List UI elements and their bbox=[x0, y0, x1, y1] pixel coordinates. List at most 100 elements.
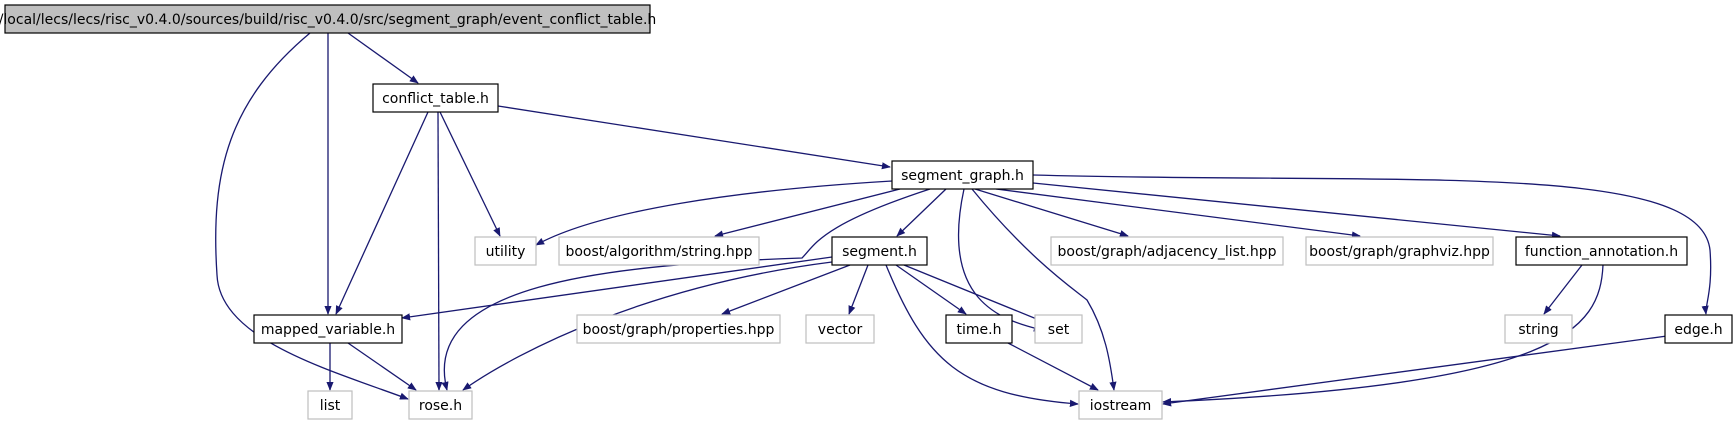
node-box bbox=[831, 236, 928, 266]
node-box bbox=[4, 4, 651, 34]
edge-path bbox=[497, 105, 891, 170]
node-label: boost/graph/properties.hpp bbox=[583, 322, 775, 338]
edge-segment-graph-to-segment bbox=[896, 188, 947, 237]
node-label: segment.h bbox=[842, 244, 917, 260]
edge-conflict-table-to-mapped-variable bbox=[335, 111, 429, 315]
edge-conflict-table-to-utility bbox=[439, 111, 501, 237]
edge-path bbox=[1162, 264, 1604, 406]
node-label: string bbox=[1518, 322, 1558, 338]
node-label: boost/graph/adjacency_list.hpp bbox=[1058, 244, 1277, 260]
node-string: string bbox=[1504, 314, 1573, 344]
node-box bbox=[1664, 314, 1733, 344]
edge-path bbox=[439, 111, 501, 237]
node-label: edge.h bbox=[1674, 322, 1722, 338]
node-time[interactable]: time.h bbox=[945, 314, 1013, 344]
node-box bbox=[307, 390, 353, 420]
edge-path bbox=[435, 111, 443, 391]
edge-mapped-variable-to-rose bbox=[347, 342, 417, 391]
edge-path bbox=[896, 188, 947, 237]
edge-path bbox=[347, 32, 419, 84]
node-label: mapped_variable.h bbox=[261, 322, 395, 338]
edge-segment-to-vector bbox=[848, 264, 869, 315]
node-box bbox=[1050, 236, 1284, 266]
node-box bbox=[1034, 314, 1083, 344]
edge-root-to-conflict-table bbox=[347, 32, 419, 84]
edge-path bbox=[1543, 264, 1583, 315]
edge-segment-to-mapped-variable bbox=[401, 256, 833, 321]
node-label: boost/algorithm/string.hpp bbox=[565, 244, 752, 260]
node-mapped-variable[interactable]: mapped_variable.h bbox=[253, 314, 403, 344]
node-box bbox=[558, 236, 760, 266]
node-segment[interactable]: segment.h bbox=[831, 236, 928, 266]
node-label: conflict_table.h bbox=[382, 91, 489, 107]
node-boost-string: boost/algorithm/string.hpp bbox=[558, 236, 760, 266]
node-label: set bbox=[1048, 322, 1070, 338]
edge-time-to-iostream bbox=[1007, 342, 1099, 391]
node-list: list bbox=[307, 390, 353, 420]
edge-segment-graph-to-rose bbox=[441, 188, 931, 391]
edge-path bbox=[401, 256, 833, 321]
node-box bbox=[1078, 390, 1163, 420]
node-box bbox=[805, 314, 875, 344]
node-box bbox=[1305, 236, 1494, 266]
node-label: iostream bbox=[1090, 398, 1152, 414]
edge-segment-graph-to-boost-adj bbox=[974, 188, 1129, 238]
node-box bbox=[1504, 314, 1573, 344]
edge-path bbox=[957, 188, 1043, 332]
node-segment-graph[interactable]: segment_graph.h bbox=[891, 160, 1034, 190]
edge-path bbox=[347, 342, 417, 391]
node-function-annotation[interactable]: function_annotation.h bbox=[1515, 236, 1688, 266]
node-box bbox=[253, 314, 403, 344]
node-label: utility bbox=[486, 244, 526, 260]
edge-path bbox=[1032, 182, 1561, 239]
node-label: rose.h bbox=[419, 398, 462, 414]
edge-path bbox=[971, 188, 1117, 391]
node-conflict-table[interactable]: conflict_table.h bbox=[372, 83, 499, 113]
node-label: vector bbox=[818, 322, 863, 338]
edge-path bbox=[441, 188, 931, 391]
edge-segment-graph-to-edge bbox=[1032, 174, 1712, 315]
node-iostream: iostream bbox=[1078, 390, 1163, 420]
edge-path bbox=[995, 188, 1361, 239]
node-set: set bbox=[1034, 314, 1083, 344]
edge-segment-graph-to-function-annotation bbox=[1032, 182, 1561, 239]
node-box bbox=[891, 160, 1034, 190]
node-label: /local/lecs/lecs/risc_v0.4.0/sources/bui… bbox=[0, 12, 656, 28]
edge-path bbox=[721, 264, 851, 315]
edge-conflict-table-to-rose bbox=[435, 111, 443, 391]
edge-segment-graph-to-boost-graphviz bbox=[995, 188, 1361, 239]
node-label: function_annotation.h bbox=[1525, 244, 1678, 260]
edge-function-annotation-to-string bbox=[1543, 264, 1583, 315]
node-boost-props: boost/graph/properties.hpp bbox=[576, 314, 781, 344]
node-utility: utility bbox=[474, 236, 537, 266]
edge-path bbox=[848, 264, 869, 315]
edge-path bbox=[1032, 174, 1712, 315]
edge-path bbox=[1007, 342, 1099, 391]
edge-path bbox=[335, 111, 429, 315]
node-box bbox=[1515, 236, 1688, 266]
edge-segment-to-iostream bbox=[885, 264, 1079, 407]
edges-layer bbox=[215, 32, 1712, 407]
edge-path bbox=[1162, 335, 1668, 407]
node-root[interactable]: /local/lecs/lecs/risc_v0.4.0/sources/bui… bbox=[0, 4, 656, 34]
node-label: boost/graph/graphviz.hpp bbox=[1309, 244, 1490, 260]
edge-segment-graph-to-set bbox=[957, 188, 1043, 332]
node-rose: rose.h bbox=[408, 390, 473, 420]
edge-path bbox=[714, 188, 901, 238]
node-box bbox=[372, 83, 499, 113]
node-box bbox=[474, 236, 537, 266]
edge-path bbox=[903, 264, 1045, 323]
edge-path bbox=[895, 264, 967, 315]
edge-conflict-table-to-segment-graph bbox=[497, 105, 891, 170]
edge-segment-graph-to-boost-string bbox=[714, 188, 901, 238]
edge-path bbox=[535, 180, 893, 246]
nodes-layer: /local/lecs/lecs/risc_v0.4.0/sources/bui… bbox=[0, 4, 1733, 420]
edge-segment-to-time bbox=[895, 264, 967, 315]
node-label: segment_graph.h bbox=[901, 168, 1024, 184]
edge-edge-to-iostream bbox=[1162, 335, 1668, 407]
edge-function-annotation-to-iostream bbox=[1162, 264, 1604, 406]
node-box bbox=[576, 314, 781, 344]
node-edge[interactable]: edge.h bbox=[1664, 314, 1733, 344]
edge-path bbox=[885, 264, 1079, 407]
